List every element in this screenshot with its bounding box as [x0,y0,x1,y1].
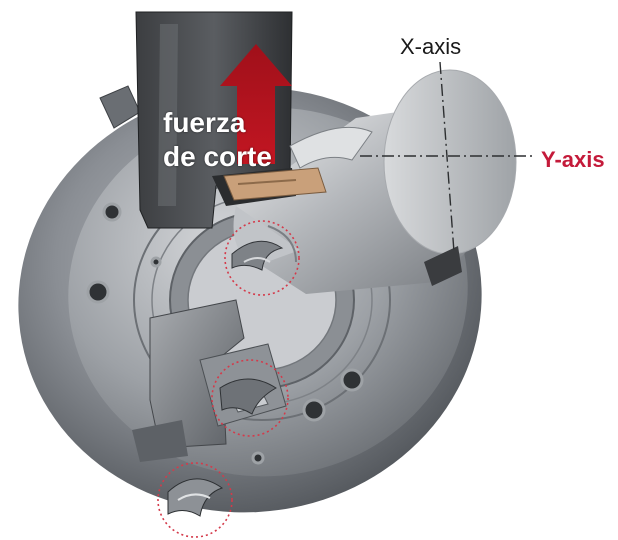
x-axis-label: X-axis [400,34,462,59]
highlight-circle-middle [211,359,289,437]
chip-front [289,126,373,169]
highlight-circle-lower [157,462,233,538]
highlight-circle-upper [224,220,300,296]
highlight-circles [157,220,300,538]
workpiece-cylinder [233,69,517,294]
y-axis-label: Y-axis [541,147,605,172]
arrow-up-icon [220,44,292,164]
cutting-force-label: fuerza de corte [163,106,272,174]
cutting-insert [223,167,327,201]
side-block [424,246,462,286]
bolt-holes [86,170,364,465]
x-axis-line [439,61,455,253]
axis-lines [360,61,536,253]
chip-fragments [167,240,284,517]
cutting-force-label-line1: fuerza [163,107,246,138]
cutting-force-label-line2: de corte [163,141,272,172]
